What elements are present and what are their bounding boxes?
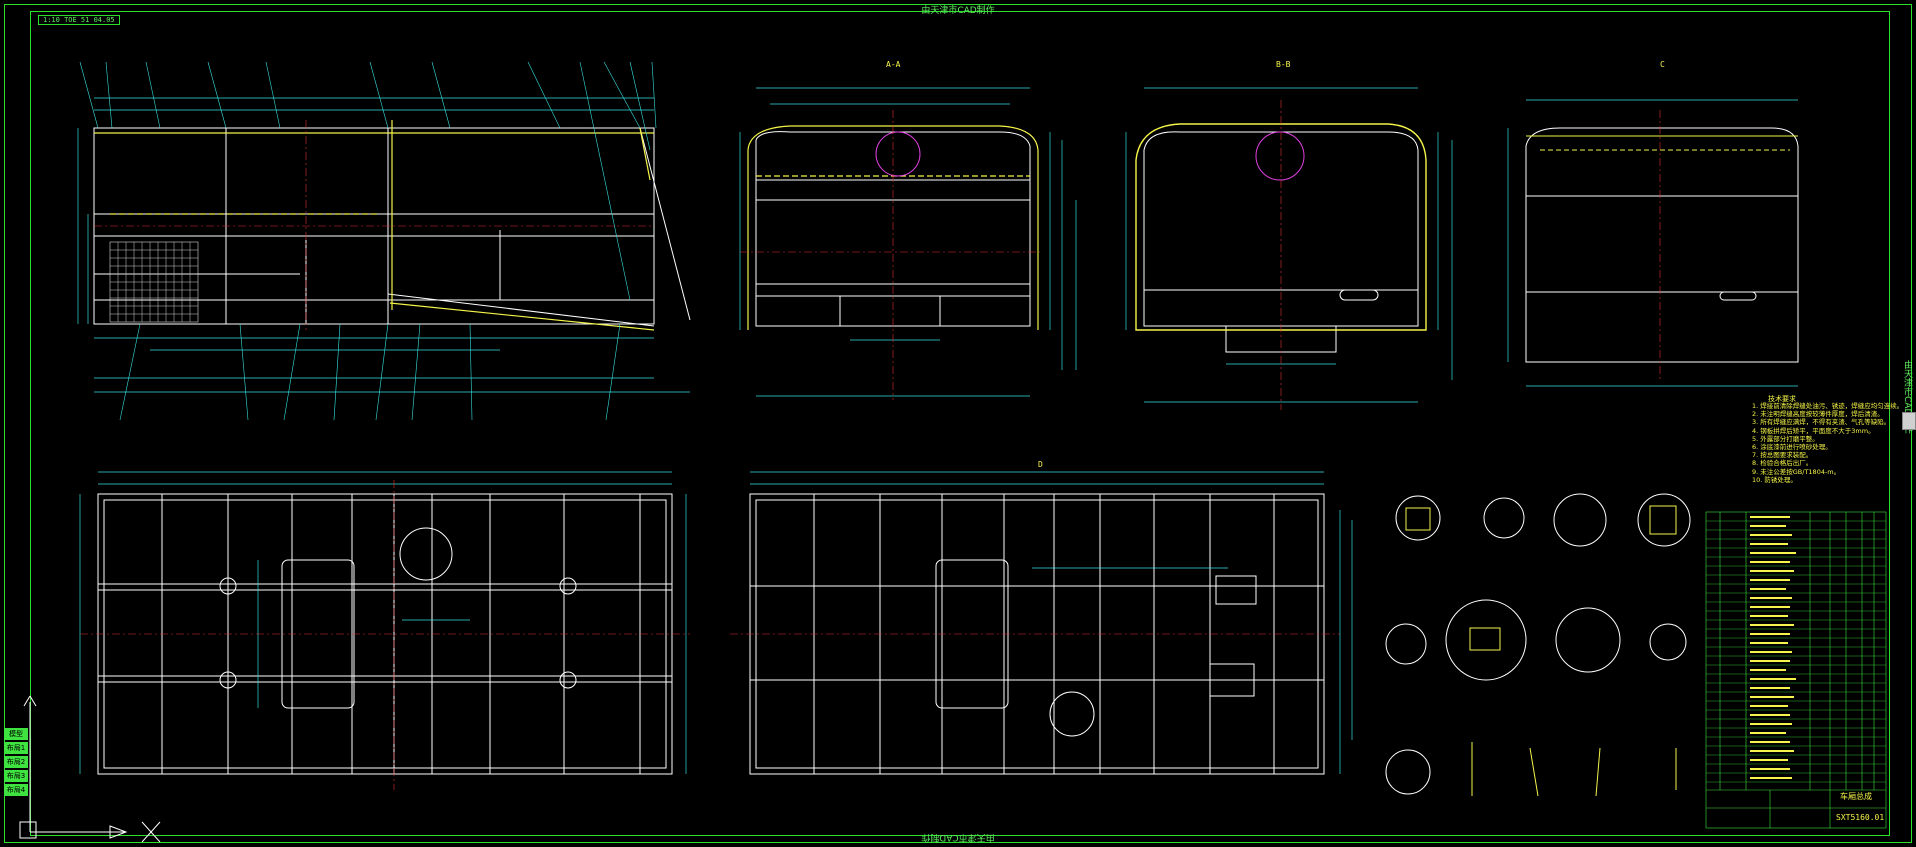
parts-list-table xyxy=(1705,511,1887,829)
note-line: 4. 钢板拼焊后矫平，平面度不大于3mm。 xyxy=(1752,426,1875,435)
drawing-reference-label: 1:10 TOE 51 04.05 xyxy=(38,15,120,25)
sheet-title-side: 由天津市CAD制作 xyxy=(1902,360,1912,434)
title-block-code: SXT5160.01 xyxy=(1836,813,1885,822)
note-line: 1. 焊接前清除焊缝处油污、锈迹，焊缝应均匀连续。 xyxy=(1752,402,1904,410)
note-line: 3. 所有焊缝应满焊，不得有夹渣、气孔等缺陷。 xyxy=(1752,418,1891,427)
rear-view-b-b-hatch xyxy=(1255,131,1305,181)
floor-frame-plan-1-dims xyxy=(79,471,687,774)
section-label-a-a: A-A xyxy=(886,60,901,69)
section-view-c xyxy=(1525,127,1799,363)
floor-frame-plan-2-dims xyxy=(750,471,1353,774)
tab-layout-3[interactable]: 布局3 xyxy=(4,770,28,782)
sheet-title-top: 由天津市CAD制作 xyxy=(921,6,995,16)
section-label-b-b: B-B xyxy=(1276,60,1291,69)
front-view-a-a-dims xyxy=(739,87,1077,397)
section-view-c-dims xyxy=(1507,99,1798,387)
note-line: 7. 按总图要求装配。 xyxy=(1752,451,1813,460)
section-label-d: D xyxy=(1038,460,1043,469)
note-line: 9. 未注公差按GB/T1804-m。 xyxy=(1752,467,1841,476)
detail-views xyxy=(1385,493,1691,795)
front-view-a-a-center xyxy=(740,110,1040,400)
title-block-name: 车厢总成 xyxy=(1840,792,1872,801)
note-line: 6. 涂底漆前进行喷砂处理。 xyxy=(1752,443,1832,452)
parts-list-rows xyxy=(1706,520,1886,783)
vertical-scrollbar[interactable] xyxy=(1902,412,1916,430)
tab-layout-1[interactable]: 布局1 xyxy=(4,742,28,754)
note-line: 10. 防锈处理。 xyxy=(1752,475,1797,484)
side-elevation-red-centerlines xyxy=(94,120,654,330)
side-elevation-leaders xyxy=(79,61,657,421)
ucs-icon xyxy=(19,695,161,843)
front-view-a-a xyxy=(755,131,1031,327)
inner-sheet-border xyxy=(30,11,1890,836)
technical-notes: 1. 焊接前清除焊缝处油污、锈迹，焊缝应均匀连续。 2. 未注明焊缝高度按较薄件… xyxy=(1752,402,1903,484)
front-view-a-a-hatch xyxy=(875,131,921,177)
side-elevation-dimensions xyxy=(77,97,690,393)
tab-layout-4[interactable]: 布局4 xyxy=(4,784,28,796)
tab-layout-2[interactable]: 布局2 xyxy=(4,756,28,768)
side-elevation-yellow xyxy=(94,120,655,331)
note-line: 8. 检验合格后出厂。 xyxy=(1752,459,1813,468)
section-label-c: C xyxy=(1660,60,1665,69)
floor-frame-plan-1-center xyxy=(80,480,690,790)
note-line: 2. 未注明焊缝高度按较薄件厚度，焊后清渣。 xyxy=(1752,410,1884,419)
parts-list-text-marks xyxy=(1750,516,1796,779)
detail-views-yellow xyxy=(1405,505,1677,797)
rear-view-b-b-yellow xyxy=(1135,123,1427,331)
layout-tabs: 模型 布局1 布局2 布局3 布局4 xyxy=(4,728,28,798)
section-view-c-yellow xyxy=(1526,135,1798,151)
side-elevation-grille xyxy=(109,241,199,323)
rear-view-b-b-dims xyxy=(1125,87,1453,403)
tab-model[interactable]: 模型 xyxy=(4,728,28,740)
note-line: 5. 外露部分打磨平整。 xyxy=(1752,434,1819,443)
technical-notes-title: 技术要求 xyxy=(1768,395,1796,403)
